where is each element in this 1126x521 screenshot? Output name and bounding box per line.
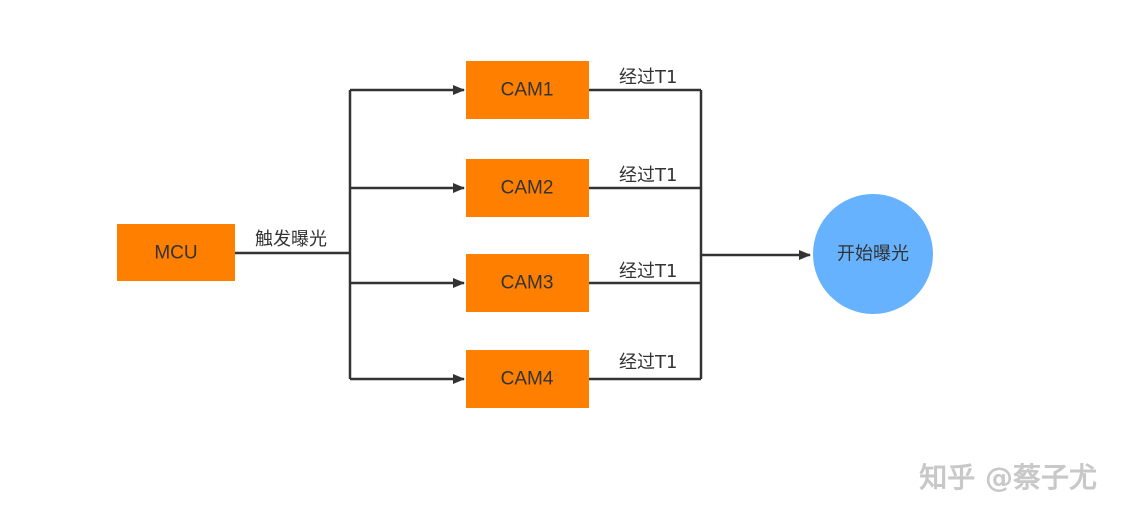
delay-label-cam3: 经过T1: [619, 261, 677, 282]
cam3-box: [466, 254, 589, 312]
start-exposure-circle: [813, 194, 933, 314]
cam2-node: CAM2: [466, 159, 589, 217]
start-exposure-node: 开始曝光: [813, 194, 933, 314]
cam4-node: CAM4: [466, 350, 589, 408]
delay-label-cam1: 经过T1: [619, 67, 677, 88]
cam1-label: CAM1: [501, 80, 554, 101]
connectors: [235, 85, 811, 384]
watermark-text: 知乎 @蔡子尤: [919, 461, 1097, 494]
cam2-label: CAM2: [501, 178, 554, 199]
start-exposure-label: 开始曝光: [837, 244, 909, 265]
mcu-node: MCU: [117, 224, 235, 281]
cam4-box: [466, 350, 589, 408]
cam1-box: [466, 61, 589, 119]
cam4-label: CAM4: [501, 369, 554, 390]
mcu-box: [117, 224, 235, 281]
cam3-label: CAM3: [501, 273, 554, 294]
trigger-label: 触发曝光: [255, 229, 327, 250]
cam1-node: CAM1: [466, 61, 589, 119]
cam3-node: CAM3: [466, 254, 589, 312]
mcu-label: MCU: [154, 243, 197, 264]
cam2-box: [466, 159, 589, 217]
delay-label-cam2: 经过T1: [619, 165, 677, 186]
delay-label-cam4: 经过T1: [619, 352, 677, 373]
